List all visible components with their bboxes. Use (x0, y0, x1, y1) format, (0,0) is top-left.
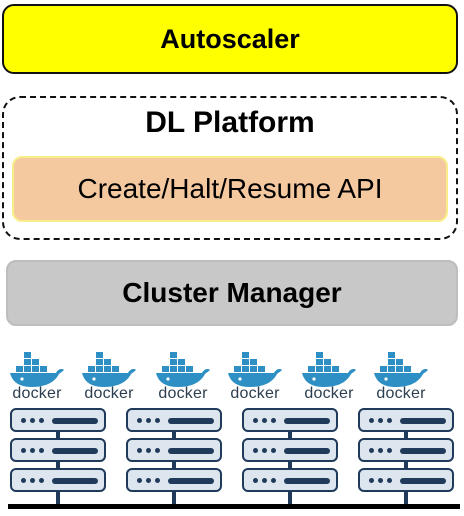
rack-connector (404, 432, 408, 438)
docker-whale-icon (228, 352, 282, 387)
docker-whale-icon (302, 352, 356, 387)
server-unit (10, 408, 106, 432)
docker-container: docker (222, 348, 288, 406)
dl-platform-box: DL Platform Create/Halt/Resume API (2, 96, 458, 240)
autoscaler-box: Autoscaler (2, 4, 458, 74)
docker-container: docker (76, 348, 142, 406)
server-unit (126, 408, 222, 432)
docker-container: docker (150, 348, 216, 406)
api-label: Create/Halt/Resume API (77, 173, 383, 204)
docker-container: docker (4, 348, 70, 406)
server-unit (358, 438, 454, 462)
rack-connector (172, 492, 176, 504)
docker-label: docker (12, 385, 62, 402)
docker-whale-icon (374, 352, 428, 387)
rack-connector (288, 492, 292, 504)
rack-connector (56, 462, 60, 468)
cluster-manager-label: Cluster Manager (122, 277, 342, 308)
cluster-manager-box: Cluster Manager (6, 260, 458, 326)
autoscaler-label: Autoscaler (160, 23, 300, 54)
rack-connector (172, 432, 176, 438)
server-unit (358, 468, 454, 492)
docker-container: docker (296, 348, 362, 406)
network-line (8, 504, 460, 509)
rack-connector (288, 432, 292, 438)
docker-whale-icon (156, 352, 210, 387)
docker-label: docker (304, 385, 354, 402)
rack-connector (172, 462, 176, 468)
docker-container: docker (368, 348, 434, 406)
dl-platform-title: DL Platform (145, 106, 315, 139)
docker-whale-icon (82, 352, 136, 387)
server-unit (358, 408, 454, 432)
docker-label: docker (158, 385, 208, 402)
server-unit (242, 468, 338, 492)
docker-label: docker (230, 385, 280, 402)
api-box: Create/Halt/Resume API (12, 156, 448, 222)
rack-connector (404, 492, 408, 504)
rack-connector (56, 492, 60, 504)
server-unit (242, 438, 338, 462)
docker-label: docker (376, 385, 426, 402)
docker-label: docker (84, 385, 134, 402)
rack-connector (288, 462, 292, 468)
server-unit (126, 438, 222, 462)
rack-connector (404, 462, 408, 468)
server-unit (10, 438, 106, 462)
server-unit (10, 468, 106, 492)
rack-connector (56, 432, 60, 438)
server-unit (126, 468, 222, 492)
server-unit (242, 408, 338, 432)
docker-whale-icon (10, 352, 64, 387)
